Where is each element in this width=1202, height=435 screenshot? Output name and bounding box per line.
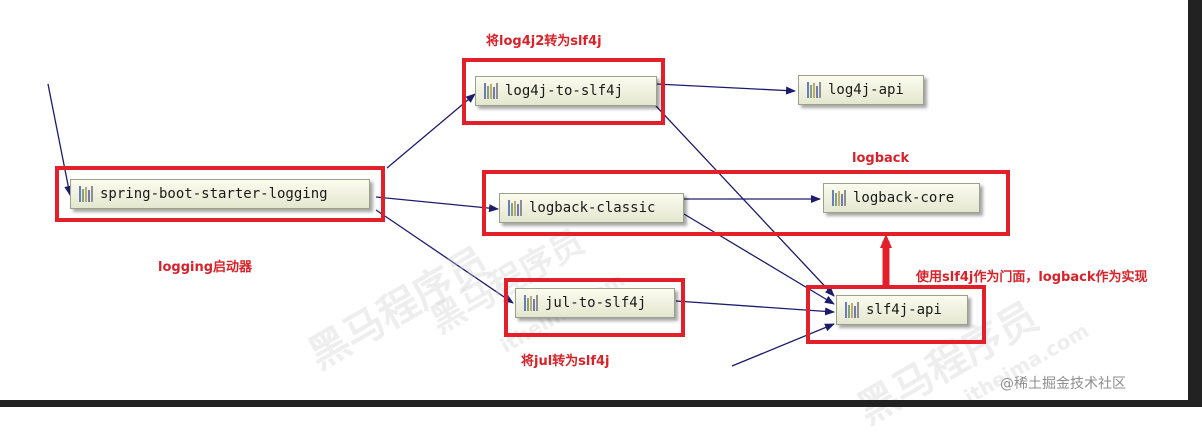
node-label: logback-classic — [529, 200, 656, 216]
edge-log4j-to-slf4j-to-slf4j-api — [655, 105, 835, 297]
highlight-jul-to-slf4j — [504, 278, 685, 337]
highlight-log4j-to-slf4j — [462, 58, 665, 125]
label-logback: logback — [852, 151, 910, 166]
edge-incoming-to-starter — [47, 83, 73, 196]
label-jul-bridge: 将jul转为slf4j — [521, 354, 610, 369]
highlight-starter — [55, 166, 385, 222]
library-icon — [524, 295, 539, 311]
node-slf4j-api[interactable]: slf4j-api — [836, 295, 968, 325]
edge-log4j-to-slf4j-to-log4j-api — [655, 83, 796, 95]
library-icon — [845, 302, 860, 318]
node-label: log4j-to-slf4j — [505, 83, 624, 99]
window-edge-right — [1188, 0, 1202, 407]
node-logback-core[interactable]: logback-core — [823, 183, 980, 213]
node-logback-classic[interactable]: logback-classic — [499, 193, 684, 223]
edge-starter-to-logback-classic — [375, 196, 499, 213]
highlight-logback — [482, 170, 1010, 236]
library-icon — [807, 82, 822, 98]
library-icon — [832, 190, 847, 206]
label-starter: logging启动器 — [158, 260, 253, 275]
dependency-diagram — [47, 83, 892, 367]
highlight-slf4j-api — [806, 285, 986, 344]
node-label: logback-core — [853, 190, 955, 206]
label-facade-impl: 使用slf4j作为门面，logback作为实现 — [916, 270, 1148, 285]
edge-starter-to-jul-to-slf4j — [375, 209, 514, 304]
window-edge-bottom — [0, 400, 1202, 407]
edge-starter-to-log4j-to-slf4j — [386, 93, 476, 169]
label-log4j2-bridge: 将log4j2转为slf4j — [486, 34, 602, 49]
dependency-edges — [47, 83, 835, 367]
node-label: slf4j-api — [866, 302, 942, 318]
edge-incoming-to-slf4j-api — [731, 323, 835, 367]
footer-credit: @稀土掘金技术社区 — [1000, 376, 1126, 392]
library-icon — [508, 200, 523, 216]
node-log4j-api[interactable]: log4j-api — [798, 75, 924, 105]
node-label: spring-boot-starter-logging — [100, 186, 328, 202]
node-log4j-to-slf4j[interactable]: log4j-to-slf4j — [475, 76, 657, 106]
node-label: log4j-api — [828, 82, 904, 98]
node-jul-to-slf4j[interactable]: jul-to-slf4j — [515, 288, 675, 318]
library-icon — [484, 83, 499, 99]
node-spring-boot-starter-logging[interactable]: spring-boot-starter-logging — [70, 179, 370, 209]
node-label: jul-to-slf4j — [545, 295, 647, 311]
library-icon — [79, 186, 94, 202]
